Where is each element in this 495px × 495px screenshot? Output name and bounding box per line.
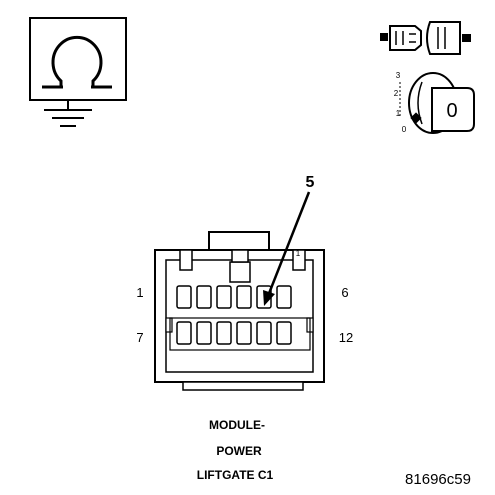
callout-arrow xyxy=(263,191,311,306)
key-position-1: 1 xyxy=(396,109,401,118)
pin-cavity-1 xyxy=(176,285,192,309)
caption-line-3: LIFTGATE C1 xyxy=(197,468,274,482)
caption-line-2: POWER xyxy=(216,444,262,458)
pin-cavity-8 xyxy=(196,321,212,345)
pin-row-top xyxy=(176,285,292,309)
key-position-2: 2 xyxy=(394,89,399,98)
pin-cavity-6 xyxy=(276,285,292,309)
pin-label-top-right: 6 xyxy=(341,285,348,300)
pin-cavity-7 xyxy=(176,321,192,345)
tab-marker-label: 1 xyxy=(296,249,301,258)
connector-disconnected-icon xyxy=(380,21,471,55)
pin-label-bottom-left: 7 xyxy=(136,330,143,345)
key-position-3: 3 xyxy=(396,71,401,80)
ignition-key-icon: 3 2 1 0 0 xyxy=(394,71,475,134)
key-position-0: 0 xyxy=(402,125,407,134)
reference-code: 81696c59 xyxy=(405,471,471,488)
pin-cavity-9 xyxy=(216,321,232,345)
callout-pin-label: 5 xyxy=(306,174,315,191)
pin-cavity-2 xyxy=(196,285,212,309)
pin-row-bottom xyxy=(169,317,311,351)
pin-cavity-11 xyxy=(256,321,272,345)
caption-line-1: MODULE- xyxy=(209,418,265,432)
ground-icon xyxy=(44,100,92,127)
key-label: 0 xyxy=(446,100,457,122)
pin-cavity-3 xyxy=(216,285,232,309)
ohmmeter-symbol-icon xyxy=(29,17,127,101)
pin-cavity-10 xyxy=(236,321,252,345)
pin-cavity-12 xyxy=(276,321,292,345)
pin-label-top-left: 1 xyxy=(136,285,143,300)
pin-label-bottom-right: 12 xyxy=(339,330,353,345)
pin-cavity-4 xyxy=(236,285,252,309)
